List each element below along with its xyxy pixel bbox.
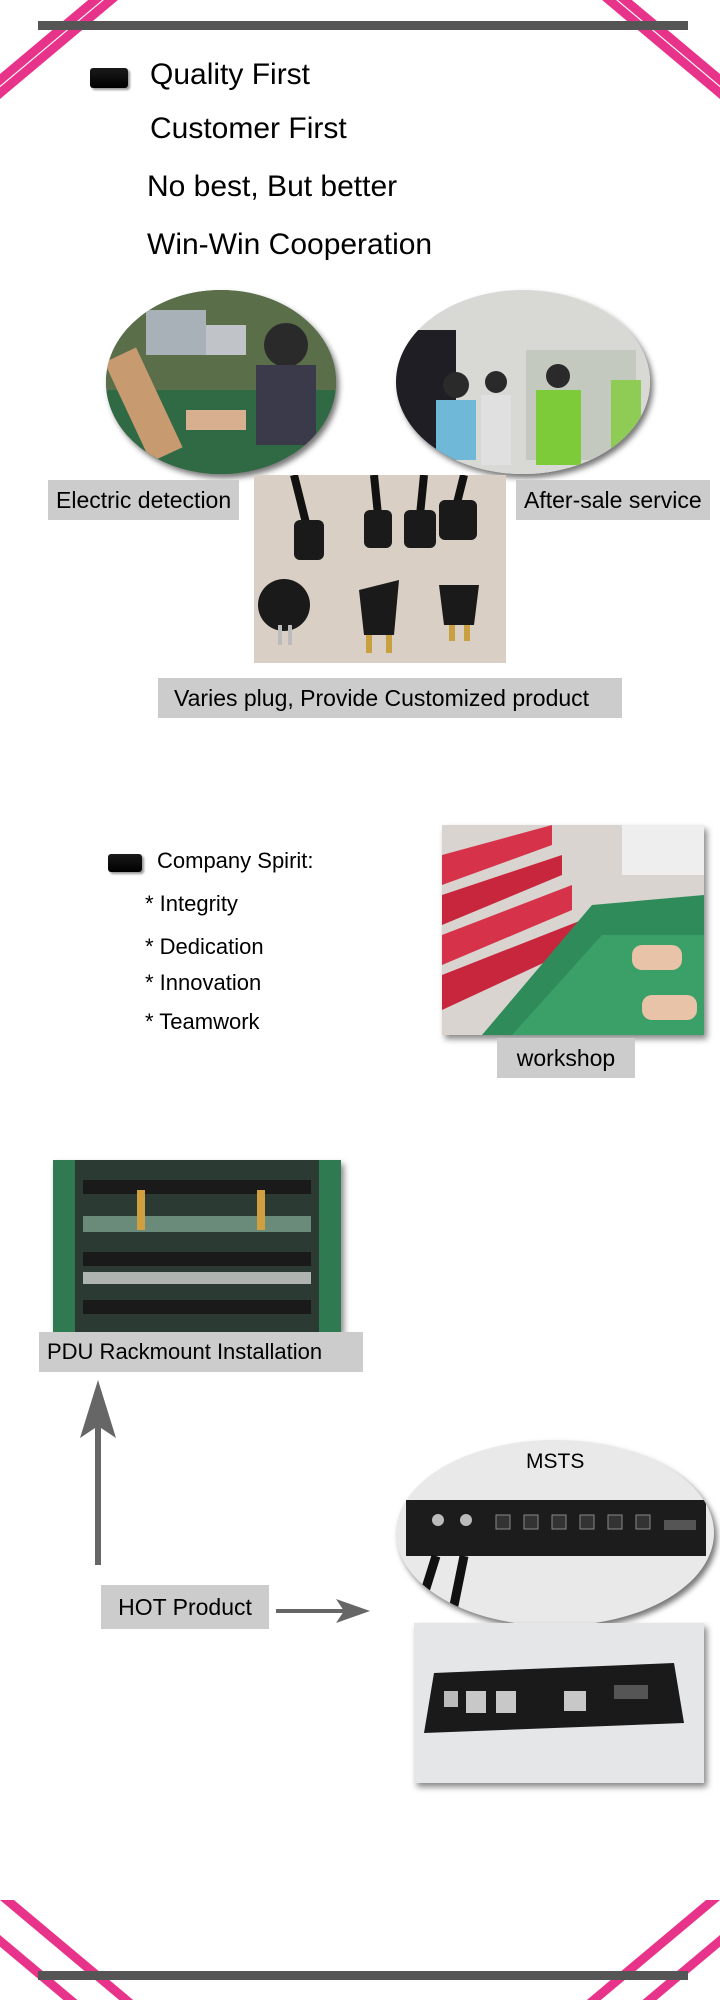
values-line-3: Win-Win Cooperation bbox=[147, 228, 433, 261]
spirit-item-dedication: * Dedication bbox=[145, 934, 264, 959]
electric-detection-photo bbox=[106, 290, 336, 474]
top-right-stripe-2 bbox=[585, 0, 720, 100]
top-decoration bbox=[0, 0, 720, 100]
values-line-1: Customer First bbox=[150, 112, 347, 145]
hot-product-label: HOT Product bbox=[101, 1585, 269, 1629]
after-sale-service-label: After-sale service bbox=[516, 480, 710, 520]
spirit-item-innovation: * Innovation bbox=[145, 970, 262, 995]
workshop-label: workshop bbox=[497, 1038, 635, 1078]
top-left-stripe-1 bbox=[0, 0, 155, 100]
bottom-decoration bbox=[0, 1900, 720, 2000]
msts-label: MSTS bbox=[526, 1450, 585, 1473]
spirit-item-teamwork: * Teamwork bbox=[145, 1009, 260, 1034]
plugs-photo bbox=[254, 475, 506, 663]
values-bullet bbox=[90, 68, 128, 88]
values-title: Quality First bbox=[150, 58, 311, 91]
top-bar bbox=[38, 21, 688, 30]
bottom-right-stripe-1 bbox=[565, 1900, 720, 2000]
pdu-rackmount-label: PDU Rackmount Installation bbox=[39, 1332, 363, 1372]
bottom-left-stripe-1 bbox=[0, 1900, 155, 2000]
spirit-bullet bbox=[108, 854, 142, 872]
right-arrow bbox=[276, 1599, 370, 1623]
msts-back-photo bbox=[414, 1623, 704, 1783]
workshop-photo bbox=[442, 825, 704, 1035]
top-right-stripe-1 bbox=[565, 0, 720, 100]
spirit-item-integrity: * Integrity bbox=[145, 891, 238, 916]
msts-photo: MSTS bbox=[396, 1440, 714, 1626]
after-sale-service-photo bbox=[396, 290, 650, 474]
electric-detection-label: Electric detection bbox=[48, 480, 240, 520]
plug-caption: Varies plug, Provide Customized product bbox=[158, 678, 622, 718]
values-line-2: No best, But better bbox=[147, 170, 398, 203]
pdu-rackmount-photo bbox=[53, 1160, 341, 1332]
up-arrow bbox=[76, 1380, 120, 1565]
spirit-heading: Company Spirit: bbox=[157, 848, 314, 873]
bottom-bar bbox=[38, 1971, 688, 1980]
